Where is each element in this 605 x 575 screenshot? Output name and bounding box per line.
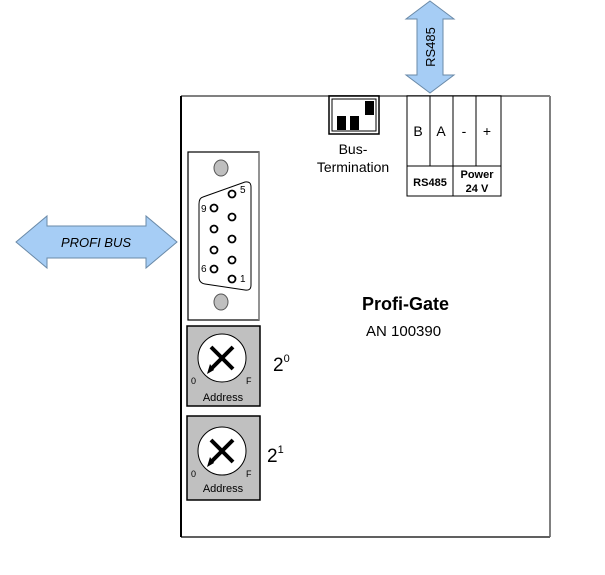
- dsub-screw-bottom: [213, 293, 229, 311]
- dsub-screw-top: [213, 159, 229, 177]
- dip-switch-1[interactable]: [337, 116, 346, 130]
- terminal-minus[interactable]: -: [462, 123, 467, 139]
- rotary-pointer-icon: [207, 364, 214, 374]
- address-min-label: 0: [191, 469, 196, 479]
- profibus-label: PROFI BUS: [61, 235, 131, 250]
- device-title: Profi-Gate: [362, 294, 449, 314]
- weight-exponent: 1: [278, 444, 284, 456]
- address-weight-2-1: 21: [267, 444, 284, 467]
- terminal-minus-label: -: [462, 123, 467, 139]
- weight-exponent: 0: [284, 353, 290, 365]
- weight-base: 2: [273, 355, 284, 376]
- rotary-pointer-icon: [207, 457, 214, 467]
- address-weight-2-0: 20: [273, 353, 290, 376]
- rs485-arrow-shape: [404, 0, 456, 94]
- profibus-arrow: PROFI BUS: [15, 214, 178, 270]
- bus-termination-label-line1: Bus-: [339, 141, 368, 157]
- dsub-shell: [198, 181, 252, 291]
- power-group-label-line2: 24 V: [466, 183, 489, 195]
- terminal-a[interactable]: A: [436, 123, 446, 139]
- bus-termination-switch[interactable]: [328, 95, 380, 135]
- address-switch-2-1[interactable]: 0 F Address: [186, 415, 261, 501]
- bus-termination-label-line2: Termination: [317, 159, 389, 175]
- address-max-label: F: [246, 469, 252, 479]
- rs485-arrow-label: RS485: [423, 27, 438, 67]
- pin-label-9: 9: [201, 204, 207, 215]
- dip-switch-3[interactable]: [365, 101, 374, 115]
- rotary-knob-stroke-2: [209, 345, 235, 371]
- dsub9-connector[interactable]: 5 9 6 1: [187, 151, 260, 321]
- address-switch-2-0[interactable]: 0 F Address: [186, 325, 261, 407]
- dip-switch-2[interactable]: [350, 116, 359, 130]
- pin-label-1: 1: [240, 274, 246, 285]
- rs485-group-label: RS485: [413, 177, 447, 189]
- device-model: AN 100390: [366, 323, 441, 340]
- profibus-arrow-shape: [15, 214, 178, 270]
- pin-label-5: 5: [240, 185, 246, 196]
- address-min-label: 0: [191, 376, 196, 386]
- terminal-b-label: B: [413, 123, 422, 139]
- terminal-b[interactable]: B: [413, 123, 422, 139]
- address-label: Address: [203, 483, 244, 495]
- terminal-plus[interactable]: +: [483, 123, 491, 139]
- rotary-knob-stroke-2: [209, 438, 235, 464]
- address-label: Address: [203, 392, 244, 404]
- terminal-block: B A - + RS485 Power 24 V: [406, 95, 502, 197]
- terminal-plus-label: +: [483, 123, 491, 139]
- address-max-label: F: [246, 376, 252, 386]
- rs485-arrow: RS485: [404, 0, 456, 94]
- weight-base: 2: [267, 446, 278, 467]
- terminal-a-label: A: [436, 123, 446, 139]
- pin-label-6: 6: [201, 264, 207, 275]
- power-group-label-line1: Power: [460, 169, 494, 181]
